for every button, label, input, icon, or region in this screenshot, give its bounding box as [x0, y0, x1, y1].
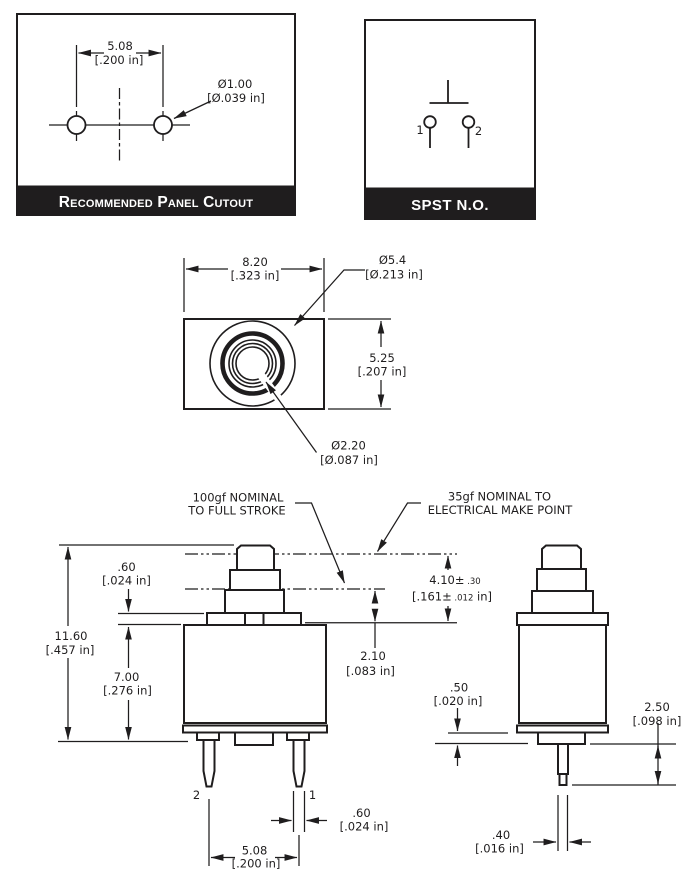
dim-full-travel-mm: 2.10 [360, 649, 386, 663]
top-view-bezel-circle [209, 320, 296, 407]
symbol-label-2: 2 [475, 124, 482, 138]
top-view-button-ring [220, 331, 285, 396]
dim-body-height-in: [.276 in] [103, 684, 152, 698]
dim-pin-length-in: [.098 in] [633, 714, 682, 728]
dim-pin-thickness-in: [.016 in] [475, 842, 524, 856]
schematic-title: SPST N.O. [411, 197, 489, 214]
terminal-pin-tip [558, 773, 568, 786]
dim-width-in: [.323 in] [231, 269, 280, 283]
dim-hole-in: [Ø.039 in] [207, 91, 265, 105]
schematic-border [364, 19, 536, 220]
terminal-pin-1 [292, 739, 306, 788]
center-boss [234, 731, 274, 746]
note-full-stroke-line2: TO FULL STROKE [187, 504, 285, 518]
bottom-boss-side [537, 731, 586, 745]
symbol-terminal-1 [423, 115, 437, 129]
dim-inner-dia-in: [Ø.087 in] [320, 453, 378, 467]
switch-body-side [518, 624, 607, 724]
pin2-shoulder [196, 731, 220, 741]
panel-cutout-figure: Recommended Panel Cutout 5.08 [.200 in] … [16, 13, 296, 216]
base-plate-side [516, 724, 609, 734]
switch-body [183, 624, 327, 724]
dim-outer-dia-in: [Ø.213 in] [365, 268, 423, 282]
plunger-step3-side [531, 590, 594, 614]
top-view-ring [228, 339, 277, 388]
flange-side [516, 612, 609, 626]
make-point-leader [376, 502, 421, 552]
dim-pitch-in: [.200 in] [95, 53, 144, 67]
dim-full-travel-in: [.083 in] [346, 664, 395, 678]
pin2-label: 2 [193, 788, 200, 802]
dim-total-height-in: [.457 in] [46, 643, 95, 657]
dim-standoff-mm: .50 [450, 681, 468, 695]
dim-pin-thickness-mm: .40 [492, 828, 510, 842]
pin1-label: 1 [309, 788, 316, 802]
hole-leader [173, 100, 212, 120]
plunger-step2-side [536, 568, 587, 592]
dim-width-mm: 8.20 [242, 255, 268, 269]
base-plate [182, 724, 328, 734]
dim-standoff-in: [.020 in] [434, 694, 483, 708]
symbol-label-1: 1 [416, 123, 423, 137]
plunger-step3 [224, 589, 285, 614]
panel-cutout-title: Recommended Panel Cutout [59, 194, 254, 211]
dim-pin-pitch-mm: 5.08 [242, 844, 268, 858]
dim-flange-mm: .60 [117, 560, 135, 574]
note-full-stroke-line1: 100gf NOMINAL [193, 491, 284, 505]
note-make-point-line2: ELECTRICAL MAKE POINT [428, 503, 574, 517]
top-view-ring [231, 342, 274, 385]
plunger-cap [236, 544, 275, 571]
top-view-figure: 8.20 [.323 in] Ø5.4 [Ø.213 in] 5.25 [.20… [183, 253, 423, 467]
dim-total-height-mm: 11.60 [55, 629, 88, 643]
dim-make-travel-mm: 4.10± .30 [429, 573, 480, 587]
symbol-terminal-2 [461, 115, 476, 129]
schematic-title-bar [364, 187, 536, 220]
dim-pin-pitch-in: [.200 in] [232, 857, 281, 871]
plunger-cap-side [541, 544, 582, 570]
dim-inner-dia-mm: Ø2.20 [331, 439, 366, 453]
dim-pin-width-mm: .60 [352, 806, 370, 820]
side-view-figure: .50 [.020 in] 2.50 [.098 in] .40 [.016 i… [434, 544, 682, 856]
terminal-pin-side [557, 743, 569, 775]
terminal-pin-2 [202, 739, 216, 788]
panel-cutout-title-bar [16, 185, 296, 216]
dim-hole-mm: Ø1.00 [218, 77, 253, 91]
dim-height-in: [.207 in] [358, 365, 407, 379]
cutout-hole-left [66, 115, 87, 135]
pin1-shoulder [286, 731, 310, 741]
top-view-ring [235, 346, 270, 381]
cutout-hole-right [153, 115, 173, 135]
dim-height-mm: 5.25 [369, 351, 395, 365]
outer-dia-leader [294, 269, 365, 326]
dim-pitch-mm: 5.08 [107, 39, 133, 53]
flange-tab-left [206, 612, 246, 626]
dim-flange-in: [.024 in] [102, 574, 151, 588]
dim-body-height-mm: 7.00 [114, 670, 140, 684]
dim-pin-length-mm: 2.50 [644, 700, 670, 714]
inner-dia-leader [265, 381, 318, 453]
dim-pin-width-in: [.024 in] [340, 820, 389, 834]
note-make-point-line1: 35gf NOMINAL TO [448, 490, 551, 504]
plunger-step2 [229, 569, 281, 591]
full-stroke-leader [295, 502, 346, 584]
schematic-figure: SPST N.O. 1 2 [364, 19, 536, 220]
flange-tab-right [262, 612, 302, 626]
dim-outer-dia-mm: Ø5.4 [379, 253, 406, 267]
panel-cutout-border [16, 13, 296, 216]
front-view-figure: 100gf NOMINAL TO FULL STROKE 35gf NOMINA… [46, 490, 574, 871]
dim-make-travel-in: [.161± .012 in] [412, 590, 492, 604]
